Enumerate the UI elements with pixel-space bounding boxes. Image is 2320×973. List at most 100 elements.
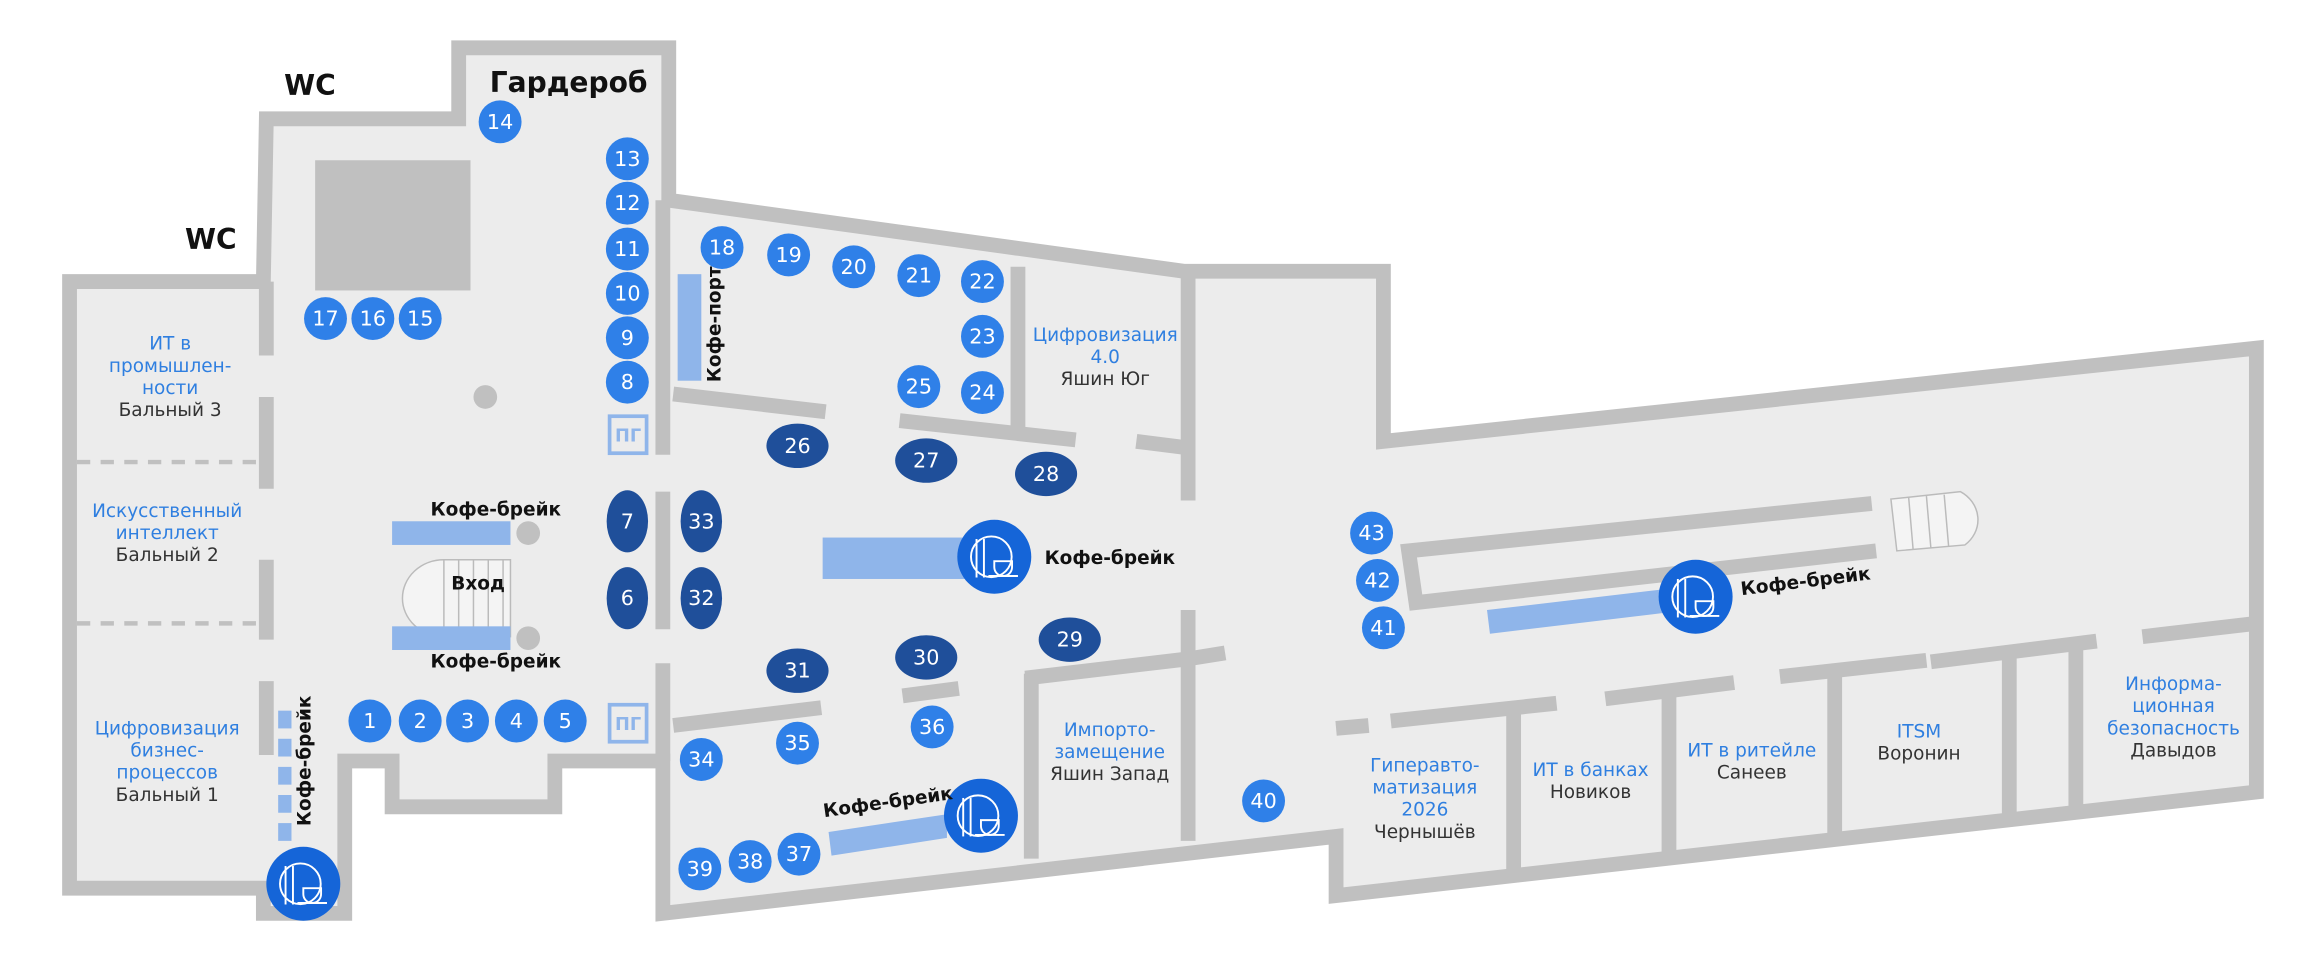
pin-number: 25 [906,375,932,399]
booth-pin[interactable]: 6 [606,567,649,630]
pin-marker [832,245,876,289]
booth-pin[interactable]: 26 [766,423,829,469]
booth-pin[interactable]: 15 [398,297,442,341]
booth-pin[interactable]: 3 [446,699,490,743]
booth-pin[interactable]: 17 [304,297,347,341]
booth-pin[interactable]: 5 [543,699,587,743]
wc-label: WC [185,223,237,256]
pin-number: 2 [414,709,427,733]
coffee-port-label: Кофе-порт [705,266,726,382]
room-title: 2026 [1401,800,1448,821]
pin-marker [605,316,649,360]
pin-marker [1242,779,1286,823]
pin-number: 39 [687,857,713,881]
pin-marker [680,490,723,553]
room-title: ИТ в ритейле [1687,741,1816,762]
room-host: Давыдов [2130,741,2216,762]
booth-pin[interactable]: 41 [1361,606,1405,650]
pin-number: 34 [688,747,714,771]
pin-marker [446,699,490,743]
booth-pin[interactable]: 14 [478,100,522,144]
booth-pin[interactable]: 31 [766,648,829,693]
pin-number: 20 [841,255,867,279]
room-title: ИТ в [149,334,191,355]
coffee-cup-icon [957,519,1032,594]
pin-number: 9 [621,326,634,350]
room-host: Воронин [1877,743,1960,764]
wc-label: WC [284,69,336,102]
pin-marker [680,567,723,630]
booth-pin[interactable]: 8 [605,360,649,404]
pin-number: 4 [510,709,523,733]
booth-pin[interactable]: 1 [348,699,392,743]
booth-pin[interactable]: 35 [776,721,819,765]
booth-pin[interactable]: 2 [398,699,442,743]
svg-text:ПГ: ПГ [615,715,641,735]
booth-pin[interactable]: 9 [605,316,649,360]
booth-pin[interactable]: 7 [606,490,649,553]
booth-pin[interactable]: 40 [1242,779,1286,823]
room-title: матизация [1372,778,1477,799]
booth-pin[interactable]: 42 [1356,559,1399,602]
pin-marker [700,226,744,269]
booth-pin[interactable]: 25 [897,365,941,409]
booth-pin[interactable]: 32 [680,567,723,630]
pin-marker [960,371,1004,414]
pin-number: 18 [709,236,735,260]
booth-pin[interactable]: 39 [678,847,722,891]
pin-marker [960,314,1004,358]
booth-pin[interactable]: 22 [960,260,1004,304]
booth-pin[interactable]: 21 [897,254,941,298]
room-title: ности [142,378,198,399]
pin-number: 1 [363,709,376,733]
booth-pin[interactable]: 20 [832,245,876,289]
interior-walls [258,200,2258,874]
pillar [516,626,541,650]
booth-pin[interactable]: 30 [895,635,958,680]
booth-pin[interactable]: 34 [679,738,723,781]
pin-marker [679,738,723,781]
booth-pin[interactable]: 18 [700,226,744,269]
booth-pin[interactable]: 27 [895,438,958,483]
booth-pin[interactable]: 24 [960,371,1004,414]
booth-pin[interactable]: 4 [494,699,538,743]
room-title: Информа- [2125,674,2222,695]
room-title: ИТ в банках [1533,760,1649,781]
pin-marker [304,297,347,341]
coffee-cup-icon [266,846,341,921]
pin-number: 36 [919,715,945,739]
booth-pin[interactable]: 43 [1350,511,1394,555]
room-title: промышлен- [109,356,232,377]
booth-pin[interactable]: 37 [777,832,821,876]
booth-pin[interactable]: 16 [351,297,395,341]
booth-pin[interactable]: 28 [1015,451,1078,497]
coffee-cup-icon [1658,559,1733,634]
booth-pin[interactable]: 10 [605,271,649,315]
pin-marker [1361,606,1405,650]
room-title: процессов [116,763,218,784]
pin-number: 7 [621,509,634,533]
room-host: Новиков [1550,782,1631,803]
booth-pin[interactable]: 29 [1038,617,1101,662]
booth-pin[interactable]: 36 [910,705,954,749]
pin-number: 3 [461,709,474,733]
pin-marker [767,233,811,277]
pin-number: 31 [784,659,810,683]
pg-icon: ПГ [607,414,649,456]
booth-pin[interactable]: 13 [605,137,649,181]
pin-number: 33 [688,509,714,533]
booth-pin[interactable]: 23 [960,314,1004,358]
pin-marker [606,490,649,553]
booth-pin[interactable]: 38 [728,840,772,884]
booth-pin[interactable]: 11 [605,227,649,271]
room-title: Цифровизация [95,718,240,739]
booth-pin[interactable]: 19 [767,233,811,277]
pin-number: 8 [621,370,634,394]
pin-number: 17 [312,307,338,331]
booth-pin[interactable]: 12 [605,181,649,225]
pin-number: 22 [969,270,995,294]
booth-pin[interactable]: 33 [680,490,723,553]
